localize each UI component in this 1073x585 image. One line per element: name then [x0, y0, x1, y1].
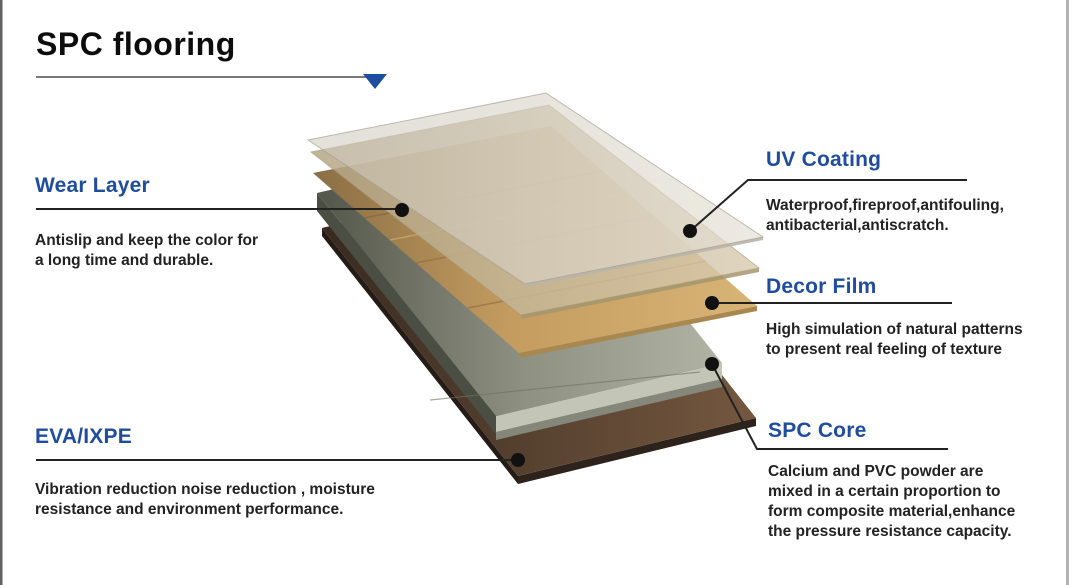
spc-core-dot [705, 357, 719, 371]
wear-layer-dot [395, 203, 409, 217]
wear-layer-label: Wear Layer [35, 174, 150, 197]
eva-ixpe-dot [511, 453, 525, 467]
flooring-stack [306, 92, 765, 484]
uv-coating-layer [306, 92, 765, 287]
callout-lines [36, 179, 967, 461]
page-title: SPC flooring [36, 26, 236, 62]
decor-film-dot [705, 296, 719, 310]
decor-film-label: Decor Film [766, 275, 877, 298]
frame-edge-right [1066, 0, 1069, 585]
marker-dots [395, 203, 719, 467]
spc-core-description: Calcium and PVC powder are mixed in a ce… [768, 463, 1016, 541]
uv-coating-label: UV Coating [766, 148, 882, 171]
triangle-down-icon [363, 74, 387, 89]
eva-ixpe-label: EVA/IXPE [35, 425, 132, 448]
uv-coating-dot [683, 224, 697, 238]
frame-edge-left [0, 0, 3, 585]
wear-layer-description: Antislip and keep the color for a long t… [35, 232, 259, 270]
spc-core-callout-line [712, 365, 948, 450]
spc-core-label: SPC Core [768, 419, 867, 442]
eva-ixpe-description: Vibration reduction noise reduction , mo… [35, 481, 375, 519]
uv-coating-callout-line [689, 179, 967, 232]
uv-coating-description: Waterproof,fireproof,antifouling, antiba… [766, 197, 1004, 235]
decor-film-description: High simulation of natural patterns to p… [766, 321, 1023, 359]
